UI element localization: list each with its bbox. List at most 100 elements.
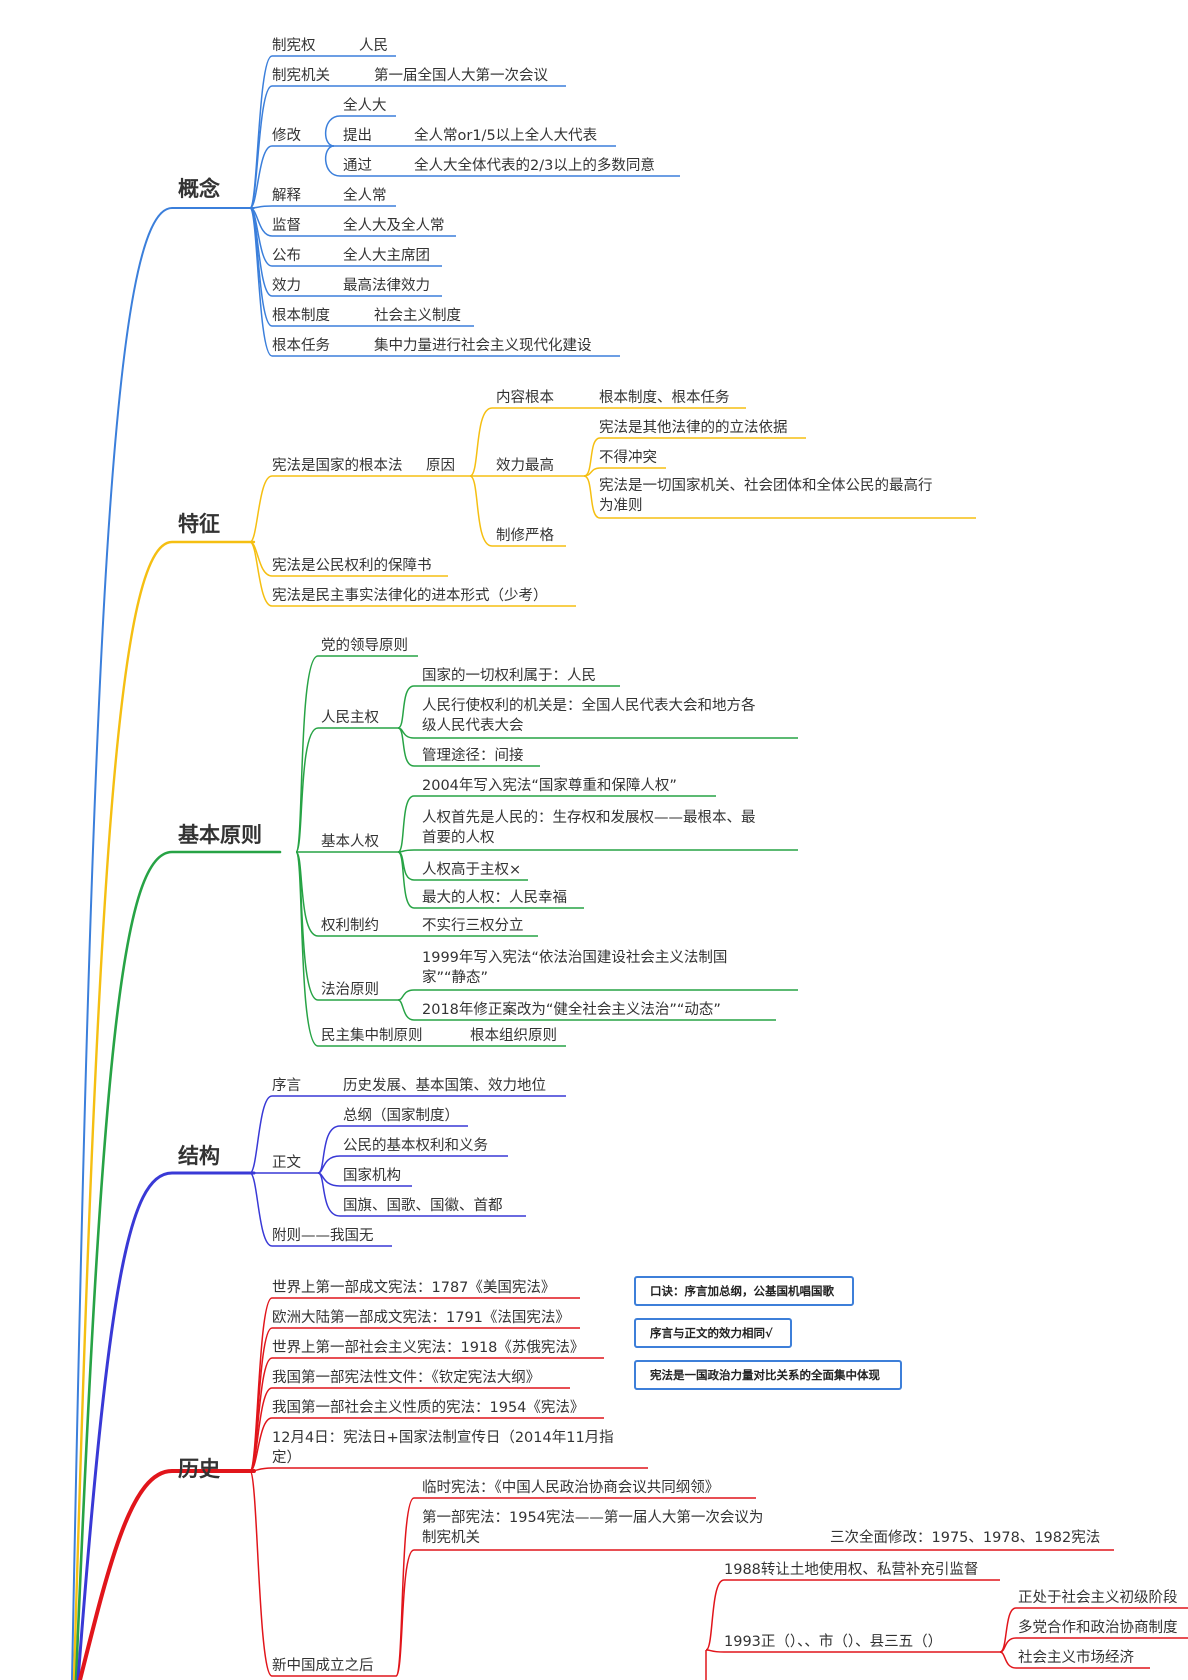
connector bbox=[249, 1467, 648, 1472]
section-structure bbox=[249, 1095, 566, 1247]
connector bbox=[583, 475, 976, 519]
connector bbox=[249, 1172, 392, 1247]
node-zhixianquan: 制宪权 bbox=[272, 36, 316, 54]
node-zhengwen: 正文 bbox=[272, 1154, 301, 1171]
node-h6-1: 12月4日：宪法日+国家法制宣传日（2014年11月指 bbox=[272, 1428, 614, 1446]
node-jiguan-2: 级人民代表大会 bbox=[422, 717, 524, 734]
node-genbenfa: 宪法是国家的根本法 bbox=[272, 456, 403, 474]
structure-labels: 序言 历史发展、基本国策、效力地位 正文 总纲（国家制度） 公民的基本权利和义务… bbox=[272, 1077, 546, 1244]
node-yuanyin: 原因 bbox=[426, 458, 455, 474]
node-xuyan-val: 历史发展、基本国策、效力地位 bbox=[343, 1077, 546, 1094]
node-zuida: 最大的人权：人民幸福 bbox=[422, 889, 567, 906]
node-budechongtu: 不得冲突 bbox=[599, 449, 657, 466]
note-koujue: 口诀：序言加总纲，公基国机唱国歌 bbox=[634, 1276, 854, 1306]
connector bbox=[249, 541, 576, 607]
connector bbox=[249, 1470, 396, 1677]
node-zhixiu: 制修严格 bbox=[496, 527, 554, 544]
connector bbox=[295, 851, 566, 1047]
node-xingwei-2: 为准则 bbox=[599, 497, 643, 514]
node-h5: 我国第一部社会主义性质的宪法：1954《宪法》 bbox=[272, 1398, 584, 1416]
note-xiaoli: 序言与正文的效力相同√ bbox=[634, 1318, 792, 1348]
connector bbox=[583, 467, 666, 477]
node-y2018: 2018年修正案改为“健全社会主义法治”“动态” bbox=[422, 1000, 721, 1018]
connector bbox=[397, 849, 798, 853]
node-quanrenda: 全人大 bbox=[343, 96, 387, 114]
node-neirong-val: 根本制度、根本任务 bbox=[599, 389, 730, 406]
connector bbox=[397, 999, 776, 1021]
note-liliang: 宪法是一国政治力量对比关系的全面集中体现 bbox=[634, 1360, 902, 1390]
node-yiqie: 国家的一切权利属于：人民 bbox=[422, 667, 596, 684]
connector bbox=[317, 1172, 526, 1217]
connector bbox=[705, 1649, 1000, 1653]
section-title-history: 历史 bbox=[178, 1457, 221, 1481]
node-tongguo: 通过 bbox=[343, 157, 372, 174]
node-jiandu: 监督 bbox=[272, 217, 301, 234]
node-guoqi: 国旗、国歌、国徽、首都 bbox=[343, 1197, 503, 1214]
section-title-structure: 结构 bbox=[178, 1144, 220, 1168]
node-jiandu-val: 全人大及全人常 bbox=[343, 216, 445, 234]
section-title-features: 特征 bbox=[178, 512, 220, 536]
connector bbox=[397, 851, 584, 909]
node-sanquan: 不实行三权分立 bbox=[422, 917, 524, 934]
connector bbox=[249, 475, 470, 543]
node-h1: 世界上第一部成文宪法：1787《美国宪法》 bbox=[272, 1278, 555, 1296]
node-zuzhi: 根本组织原则 bbox=[470, 1027, 557, 1044]
connector bbox=[397, 795, 716, 853]
section-title-concept: 概念 bbox=[178, 177, 220, 201]
node-y1993: 1993正（）、、市（）、县三五（） bbox=[724, 1633, 942, 1650]
node-tongguo-val: 全人大全体代表的2/3以上的多数同意 bbox=[414, 156, 655, 174]
connector bbox=[249, 205, 396, 209]
node-genben-zhidu-val: 社会主义制度 bbox=[374, 307, 461, 324]
node-h3: 世界上第一部社会主义宪法：1918《苏俄宪法》 bbox=[272, 1338, 584, 1356]
node-tichu: 提出 bbox=[343, 127, 372, 144]
node-y1999-2: 家”“静态” bbox=[422, 969, 488, 986]
connector bbox=[999, 1651, 1150, 1669]
node-xiaoli: 效力 bbox=[272, 277, 301, 294]
connector bbox=[325, 145, 680, 177]
node-fazhi: 法治原则 bbox=[321, 981, 379, 998]
connector bbox=[295, 655, 418, 853]
node-minzhu: 宪法是民主事实法律化的进本形式（少考） bbox=[272, 586, 548, 604]
connector bbox=[397, 989, 798, 1001]
connector bbox=[249, 145, 334, 209]
trunk-to-features bbox=[72, 540, 256, 1680]
connector bbox=[249, 207, 620, 357]
principles-labels: 党的领导原则 人民主权 国家的一切权利属于：人民 人民行使权利的机关是：全国人民… bbox=[321, 637, 756, 1044]
node-jiguan-1: 人民行使权利的机关是：全国人民代表大会和地方各 bbox=[422, 696, 756, 714]
node-renminzhuquan: 人民主权 bbox=[321, 709, 379, 726]
node-jieshi-val: 全人常 bbox=[343, 186, 387, 204]
node-neirong: 内容根本 bbox=[496, 389, 554, 406]
node-genben-renwu-val: 集中力量进行社会主义现代化建设 bbox=[374, 337, 592, 354]
node-jibenrenquan: 基本人权 bbox=[321, 833, 379, 850]
node-shouxian-1: 人权首先是人民的：生存权和发展权——最根本、最 bbox=[422, 809, 756, 826]
node-jieshi: 解释 bbox=[272, 187, 301, 204]
node-fuze: 附则——我国无 bbox=[272, 1227, 374, 1244]
node-xinzhongguo: 新中国成立之后 bbox=[272, 1657, 374, 1674]
node-xiaolizuigao: 效力最高 bbox=[496, 457, 554, 474]
trunk-to-structure bbox=[76, 1171, 256, 1680]
connector bbox=[705, 1579, 1000, 1651]
connector bbox=[469, 407, 584, 477]
node-xiaoli-val: 最高法律效力 bbox=[343, 277, 430, 294]
connector bbox=[317, 1155, 508, 1174]
node-xiugai: 修改 bbox=[272, 127, 301, 144]
node-xingwei-1: 宪法是一切国家机关、社会团体和全体公民的最高行 bbox=[599, 476, 933, 494]
node-zhixianjiguan: 制宪机关 bbox=[272, 66, 330, 84]
connector bbox=[325, 115, 396, 147]
connector bbox=[999, 1637, 1188, 1653]
node-diyibu-1: 第一部宪法：1954宪法——第一届人大第一次会议为 bbox=[422, 1508, 763, 1526]
connector bbox=[249, 85, 566, 209]
node-shichang: 社会主义市场经济 bbox=[1018, 1649, 1134, 1666]
connector bbox=[395, 1549, 1114, 1677]
node-quanli: 权利制约 bbox=[321, 917, 379, 934]
trunk-to-principles bbox=[74, 850, 282, 1680]
section-title-principles: 基本原则 bbox=[178, 823, 262, 847]
node-quanli-yiwu: 公民的基本权利和义务 bbox=[343, 1137, 488, 1154]
node-genben-zhidu: 根本制度 bbox=[272, 307, 330, 324]
node-y2004: 2004年写入宪法“国家尊重和保障人权” bbox=[422, 776, 677, 794]
node-guanli: 管理途径：间接 bbox=[422, 747, 524, 764]
node-lifa: 宪法是其他法律的的立法依据 bbox=[599, 418, 788, 436]
node-duodang: 多党合作和政治协商制度 bbox=[1018, 1619, 1178, 1636]
trunk-connectors bbox=[71, 207, 282, 1680]
node-guojiajigou: 国家机构 bbox=[343, 1167, 401, 1184]
